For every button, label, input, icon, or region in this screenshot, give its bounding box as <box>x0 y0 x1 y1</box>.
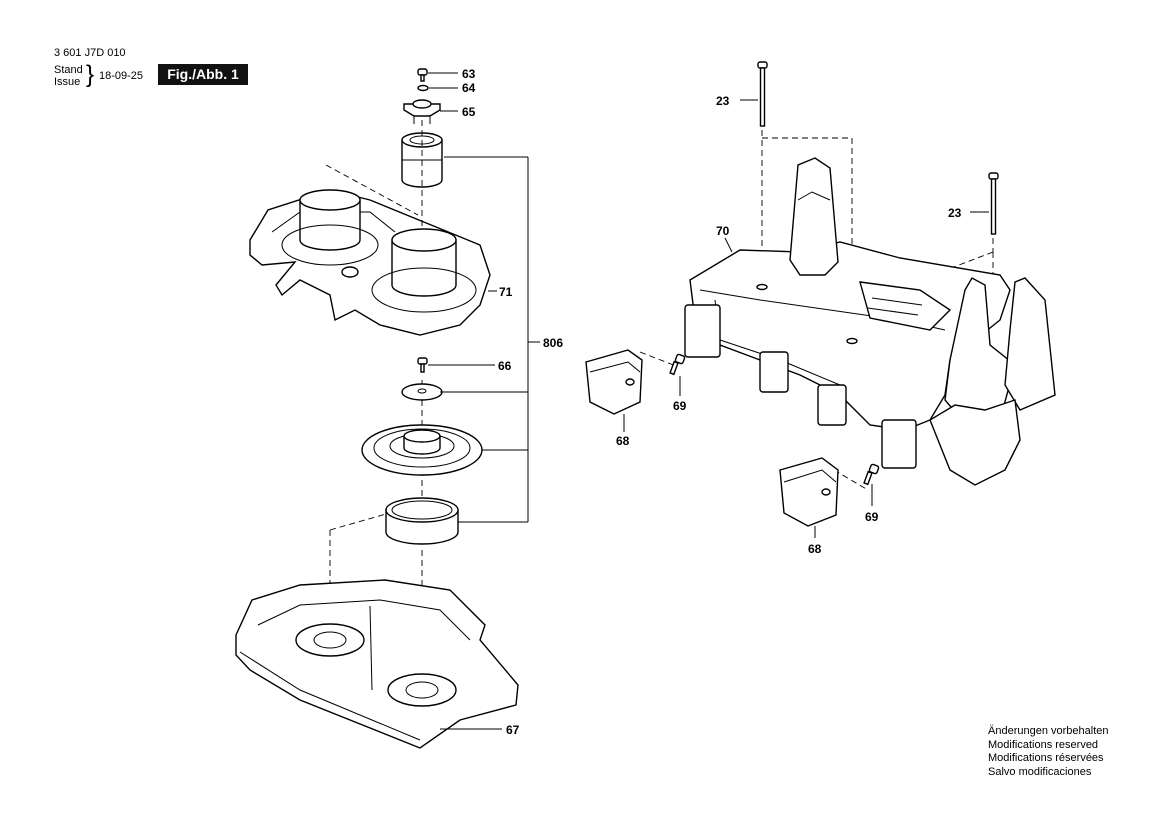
part-71-upper-housing <box>249 189 491 336</box>
callout-69-right: 69 <box>865 510 879 524</box>
brace-glyph: } <box>86 61 95 88</box>
callout-67: 67 <box>506 723 520 737</box>
callout-71: 71 <box>499 285 513 299</box>
part-23-long-screw-right <box>988 172 999 235</box>
callout-23-right: 23 <box>948 206 962 220</box>
notes-block: Änderungen vorbehalten Modifications res… <box>988 725 1108 779</box>
part-70-base-frame <box>684 157 1056 486</box>
callout-65: 65 <box>462 105 476 119</box>
part-23-long-screw <box>757 61 768 127</box>
part-68-clip-right <box>779 457 839 527</box>
part-69-screw-right <box>863 463 880 486</box>
assembly-806-bracket <box>440 156 540 523</box>
part-64-washer <box>417 84 429 92</box>
callout-68-left: 68 <box>616 434 630 448</box>
note-line: Änderungen vorbehalten <box>988 725 1109 737</box>
callout-68-right: 68 <box>808 542 822 556</box>
callout-64: 64 <box>462 81 476 95</box>
callout-66: 66 <box>498 359 512 373</box>
part-69-screw-left <box>669 353 686 376</box>
note-line: Salvo modificaciones <box>988 765 1092 778</box>
part-disc-washer <box>401 383 443 401</box>
callout-69-left: 69 <box>673 399 687 413</box>
issue-label: Issue <box>54 76 81 88</box>
part-65-clip <box>403 99 441 124</box>
callout-63: 63 <box>462 67 476 81</box>
callout-806: 806 <box>543 336 563 350</box>
issue-date: 18-09-25 <box>99 70 144 82</box>
part-66-screw <box>417 357 428 373</box>
part-impeller <box>361 424 483 476</box>
note-line: Modifications reserved <box>988 738 1099 751</box>
part-67-lower-housing <box>235 579 519 749</box>
figure-label: Fig./Abb. 1 <box>158 64 248 85</box>
document-number: 3 601 J7D 010 <box>54 47 126 59</box>
stand-label: Stand <box>54 64 83 76</box>
part-63-screw <box>417 68 428 82</box>
callout-23-top: 23 <box>716 94 730 108</box>
callout-70: 70 <box>716 224 730 238</box>
part-sealing-ring <box>385 497 459 545</box>
part-68-clip-left <box>585 349 643 415</box>
note-line: Modifications réservées <box>988 752 1104 764</box>
